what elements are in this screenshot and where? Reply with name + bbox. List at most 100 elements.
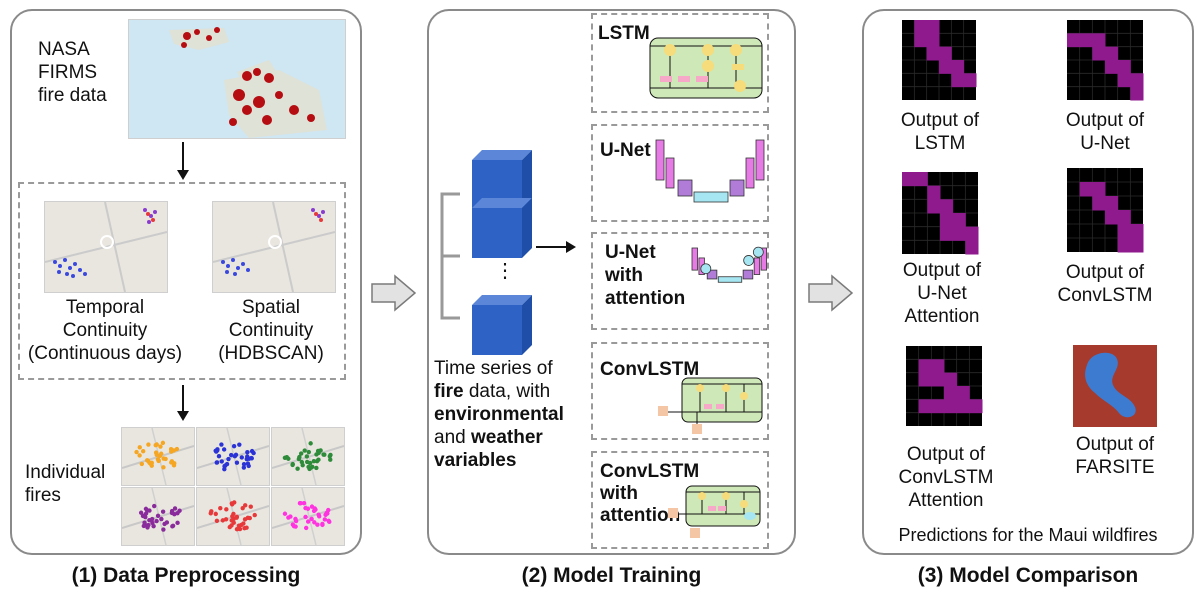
fire-point [216,454,222,459]
flow-arrow-2 [808,274,854,312]
comparison-footer: Predictions for the Maui wildfires [898,525,1158,545]
output-label-convlstm-attention: Output of ConvLSTM Attention [898,444,994,511]
fire-point [140,449,146,454]
predicted-fire-cell [926,33,940,48]
fire-point [309,504,315,509]
fire-point [227,524,232,530]
spatial-cluster-plot [213,202,335,292]
fire-point [156,458,161,464]
fire-point [155,513,161,518]
fire-point [222,463,227,469]
predicted-fire-cell [1130,238,1144,253]
fire-point [147,460,152,465]
predicted-fire-cell [1079,33,1093,48]
fire-cluster-4 [121,487,195,546]
flow-arrow-1 [371,274,417,312]
fire-cluster-1 [121,427,195,486]
fire-point [321,452,326,457]
predicted-fire-cell [931,359,945,374]
arrow-down-2 [177,385,189,421]
fire-point [293,516,298,522]
fire-point [328,452,333,458]
bracket [440,192,460,320]
model-box-unet [591,124,769,222]
fire-point [172,506,178,511]
fire-point [236,523,242,528]
caption-model-comparison: (3) Model Comparison [917,564,1139,587]
fire-point [309,516,314,522]
predicted-fire-cell [1105,210,1119,225]
fire-point [229,501,234,506]
fire-point [158,444,163,449]
fire-point [316,457,321,462]
fire-point [316,512,321,517]
unet-diagram [655,139,765,203]
predicted-fire-cell [951,73,965,88]
caption-model-training: (2) Model Training [521,564,702,587]
fire-point [147,508,152,513]
predicted-fire-cell [918,399,932,414]
fire-point [290,462,295,468]
predicted-fire-cell [1092,46,1106,61]
fire-point [171,448,176,453]
fire-point [142,520,147,525]
temporal-label: Temporal Continuity (Continuous days) [27,297,183,364]
firms-label: NASA FIRMS fire data [38,39,107,106]
input-description: Time series of fire data, with environme… [434,358,564,471]
spatial-map [212,201,336,293]
fire-point [247,515,252,521]
fire-point [306,449,312,455]
fire-point [241,461,247,467]
fire-point [160,440,166,446]
fire-point [161,527,166,532]
predicted-fire-cell [1117,210,1131,225]
fire-point [293,524,298,529]
predicted-fire-cell [1105,196,1119,211]
fire-point [137,445,142,450]
fire-point [134,449,139,455]
output-label-unet: Output of U-Net [1065,110,1145,154]
fire-point [170,524,175,529]
fire-point [213,511,218,517]
predicted-fire-cell [944,386,958,400]
fire-point [218,506,223,511]
fire-point [298,500,303,506]
fire-point [214,518,220,524]
predicted-fire-cell [940,213,954,228]
fire-point [221,447,227,452]
predicted-fire-cell [1092,196,1106,211]
predicted-fire-cell [1117,60,1131,74]
fire-point [304,454,310,459]
fire-point [240,505,245,511]
convlstm-attention-diagram [668,485,761,538]
predicted-fire-cell [1117,73,1131,88]
predicted-fire-cell [1130,86,1144,101]
fire-point [328,457,333,462]
arrow-down-1 [177,142,189,180]
predicted-fire-cell [939,60,952,74]
predicted-fire-cell [965,240,979,255]
predicted-fire-cell [944,372,958,387]
fire-point [234,460,240,465]
fire-point [232,454,238,459]
fire-point [150,520,155,526]
temporal-map [44,201,168,293]
predicted-fire-cell [926,46,940,61]
spatial-label: Spatial Continuity (HDBSCAN) [218,297,324,364]
fire-point [314,452,319,457]
predicted-fire-cell [951,60,965,74]
fire-point [169,460,174,465]
predicted-fire-cell [1092,33,1106,48]
output-grid-lstm [902,20,977,100]
fire-cluster-2 [196,427,270,486]
predicted-fire-cell [914,33,928,48]
fire-point [169,510,175,516]
predicted-fire-cell [1079,182,1093,197]
fire-point [143,506,149,512]
model-label-convlstm-attention: ConvLSTM with attention [600,461,700,526]
fire-point [322,517,328,522]
predicted-fire-cell [965,226,979,241]
predicted-fire-cell [1092,182,1106,197]
fire-point [219,459,224,464]
output-label-unet-attention: Output of U-Net Attention [902,260,982,327]
